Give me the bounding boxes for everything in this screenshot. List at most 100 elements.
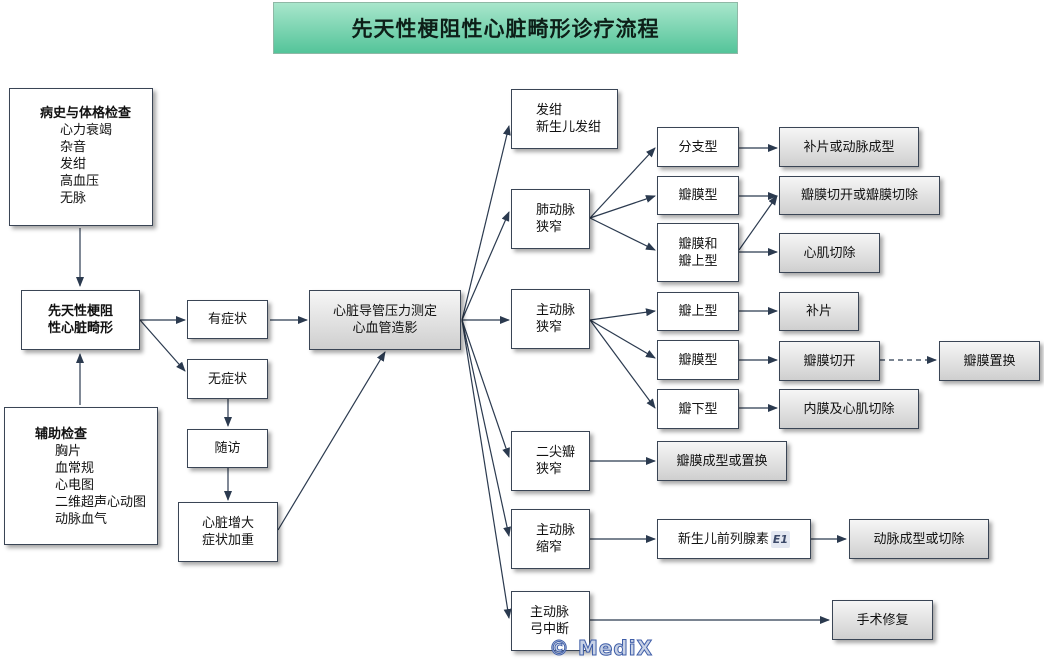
history-item: 发绀	[60, 157, 87, 172]
as-subvalve-box: 瓣下型	[657, 389, 739, 429]
arch-interruption-line: 主动脉	[530, 605, 570, 620]
history-item: 心力衰竭	[60, 123, 113, 138]
followup-label: 随访	[214, 441, 241, 456]
coarctation-line: 缩窄	[536, 540, 563, 555]
ps-valve-label: 瓣膜型	[678, 188, 718, 203]
worsening-line: 症状加重	[201, 533, 254, 548]
history-item: 杂音	[60, 140, 87, 155]
diagnosis-line: 先天性梗阻	[47, 304, 113, 319]
auxiliary-item: 血常规	[55, 461, 95, 476]
as-supravalve-box: 瓣上型	[657, 292, 739, 331]
arch-interruption-box: 主动脉 弓中断	[511, 591, 590, 651]
flow-arrow	[589, 319, 656, 409]
treatment-myectomy: 心肌切除	[779, 233, 880, 273]
as-subvalve-label: 瓣下型	[678, 401, 718, 417]
catheter-line: 心血管造影	[352, 321, 418, 336]
flow-arrow	[589, 319, 656, 359]
coarctation-box: 主动脉 缩窄	[511, 509, 590, 569]
mitral-stenosis-line: 狭窄	[536, 462, 563, 477]
flow-arrow	[589, 217, 656, 251]
auxiliary-item: 胸片	[55, 444, 82, 459]
treatment-label: 补片或动脉成型	[803, 139, 895, 155]
history-item: 无脉	[60, 191, 87, 206]
cyanosis-line: 发绀	[536, 103, 563, 118]
flow-arrow	[277, 351, 386, 531]
flow-arrow	[461, 211, 510, 321]
as-valve-label: 瓣膜型	[678, 352, 718, 368]
history-exam-box: 病史与体格检查 心力衰竭 杂音 发绀 高血压 无脉	[9, 88, 153, 226]
pulmonary-stenosis-box: 肺动脉 狭窄	[511, 189, 590, 249]
flow-arrow	[589, 308, 656, 321]
flow-arrow	[589, 195, 656, 219]
treatment-label: 瓣膜成型或置换	[676, 453, 768, 469]
treatment-valvotomy: 瓣膜切开或瓣膜切除	[779, 176, 940, 215]
catheter-line: 心脏导管压力测定	[332, 304, 437, 319]
symptomatic-box: 有症状	[187, 300, 268, 339]
e1-superscript: E1	[770, 530, 791, 548]
arch-interruption-line: 弓中断	[530, 622, 570, 637]
symptomatic-label: 有症状	[207, 312, 247, 327]
auxiliary-item: 心电图	[55, 478, 95, 493]
watermark: © MediX	[548, 636, 654, 660]
followup-box: 随访	[187, 429, 268, 468]
treatment-surgery: 手术修复	[832, 600, 933, 640]
as-supravalve-label: 瓣上型	[678, 304, 718, 319]
pulmonary-stenosis-line: 狭窄	[536, 220, 563, 235]
catheter-box: 心脏导管压力测定 心血管造影	[309, 290, 461, 350]
flow-arrow	[738, 195, 778, 251]
diagnosis-box: 先天性梗阻 性心脏畸形	[21, 290, 140, 350]
prostaglandin-text: 新生儿前列腺素	[677, 531, 769, 547]
ps-supravalve-line: 瓣上型	[678, 253, 718, 269]
treatment-label: 心肌切除	[803, 245, 856, 261]
treatment-valve-open: 瓣膜切开	[779, 341, 880, 381]
auxiliary-exam-heading: 辅助检查	[35, 427, 88, 442]
auxiliary-item: 动脉血气	[55, 512, 108, 527]
cyanosis-line: 新生儿发绀	[536, 120, 602, 135]
flow-arrow	[461, 125, 511, 321]
flow-arrow	[461, 319, 512, 619]
coarctation-line: 主动脉	[536, 523, 576, 538]
treatment-label: 瓣膜切开	[803, 353, 856, 369]
asymptomatic-box: 无症状	[187, 359, 268, 399]
flow-arrow	[461, 319, 510, 458]
treatment-mitral: 瓣膜成型或置换	[657, 441, 787, 481]
asymptomatic-label: 无症状	[207, 371, 247, 387]
auxiliary-exam-box: 辅助检查 胸片 血常规 心电图 二维超声心动图 动脉血气	[4, 407, 158, 545]
treatment-label: 动脉成型或切除	[873, 531, 965, 547]
flow-arrow	[589, 147, 656, 219]
treatment-patch: 补片	[779, 292, 859, 331]
treatment-membrane-myectomy: 内膜及心肌切除	[779, 389, 919, 429]
treatment-label: 内膜及心肌切除	[803, 401, 895, 417]
ps-branch-label: 分支型	[678, 139, 718, 155]
aortic-stenosis-line: 狭窄	[536, 320, 563, 335]
treatment-label: 瓣膜置换	[963, 353, 1016, 369]
flow-arrow	[139, 319, 186, 372]
treatment-coarctation: 动脉成型或切除	[849, 519, 989, 559]
worsening-box: 心脏增大 症状加重	[178, 502, 278, 562]
worsening-line: 心脏增大	[201, 516, 254, 531]
mitral-stenosis-line: 二尖瓣	[536, 445, 576, 460]
history-exam-heading: 病史与体格检查	[40, 106, 132, 121]
treatment-patch-angioplasty: 补片或动脉成型	[779, 127, 919, 167]
treatment-label: 手术修复	[856, 612, 909, 628]
pulmonary-stenosis-line: 肺动脉	[536, 203, 576, 218]
ps-branch-box: 分支型	[657, 127, 739, 167]
treatment-label: 补片	[805, 304, 832, 319]
aortic-stenosis-box: 主动脉 狭窄	[511, 289, 590, 349]
mitral-stenosis-box: 二尖瓣 狭窄	[511, 431, 590, 491]
ps-supravalve-box: 瓣膜和 瓣上型	[657, 223, 739, 282]
page-title: 先天性梗阻性心脏畸形诊疗流程	[273, 2, 738, 54]
history-item: 高血压	[60, 174, 100, 189]
treatment-valve-replace: 瓣膜置换	[939, 341, 1040, 381]
as-valve-box: 瓣膜型	[657, 340, 739, 380]
ps-supravalve-line: 瓣膜和	[678, 236, 718, 252]
diagnosis-line: 性心脏畸形	[47, 321, 113, 336]
cyanosis-box: 发绀 新生儿发绀	[511, 89, 618, 149]
auxiliary-item: 二维超声心动图	[55, 495, 147, 510]
aortic-stenosis-line: 主动脉	[536, 303, 576, 318]
flow-arrow	[461, 319, 511, 537]
treatment-label: 瓣膜切开或瓣膜切除	[800, 188, 918, 203]
